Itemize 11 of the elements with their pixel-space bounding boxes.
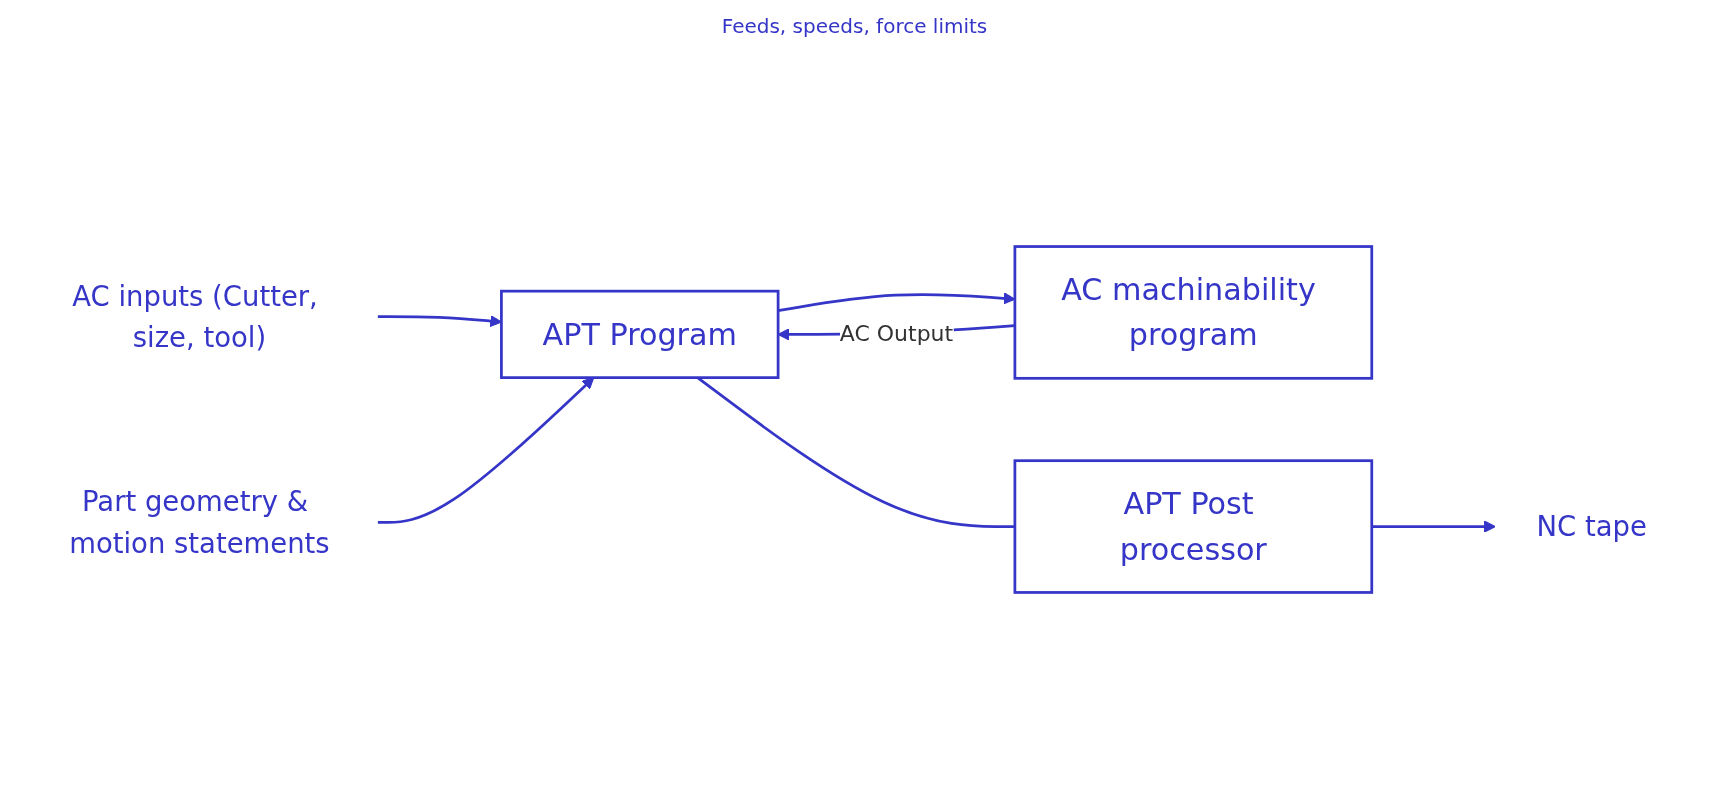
note-text: Feeds, speeds, force limits <box>721 14 988 38</box>
arrow <box>377 315 502 328</box>
node-box: APT Program <box>500 289 780 379</box>
arrow <box>377 377 595 524</box>
node-box: APT Post processor <box>1013 459 1374 594</box>
node-text: AC inputs (Cutter, size, tool) <box>72 279 318 354</box>
node-box: AC machinability program <box>1013 245 1374 380</box>
node-text: Part geometry & motion statements <box>69 485 330 560</box>
edge-label: AC Output <box>839 320 954 347</box>
arrow <box>1371 520 1496 533</box>
node-text: NC tape <box>1536 510 1647 544</box>
